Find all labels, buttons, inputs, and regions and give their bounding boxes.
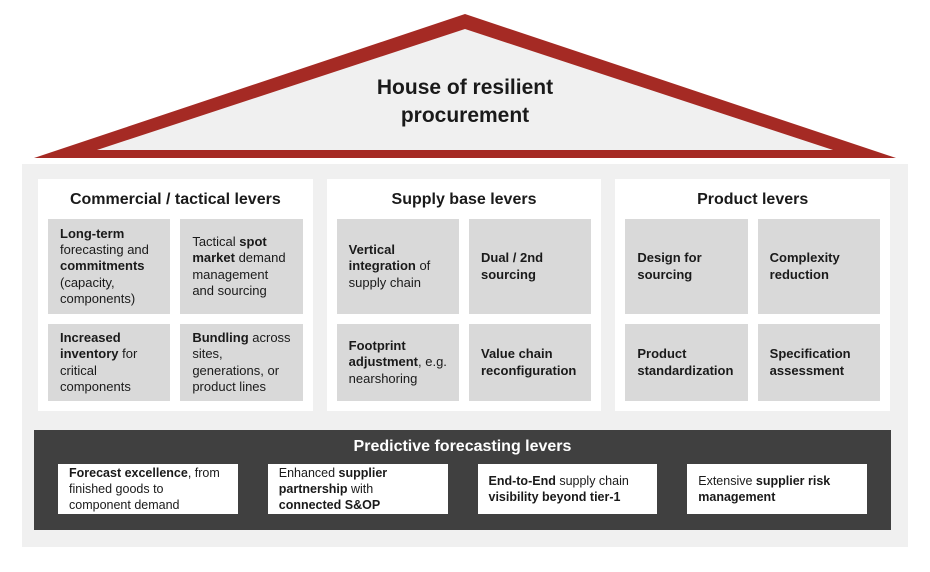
panel-boxes: Vertical integration of supply chain Dua… (327, 219, 602, 411)
panel-supply-base-levers: Supply base levers Vertical integration … (326, 179, 602, 411)
lever-box-complexity-reduction: Complexity reduction (757, 219, 881, 314)
roof (34, 14, 896, 158)
panel-commercial-tactical-levers: Commercial / tactical levers Long-term f… (38, 179, 313, 411)
lever-box-product-standardization: Product standardization (625, 324, 748, 401)
lever-box-footprint-adjustment: Footprint adjustment, e.g. nearshoring (336, 324, 459, 401)
lever-box-design-for-sourcing: Design for sourcing (625, 219, 748, 314)
lever-box-vertical-integration: Vertical integration of supply chain (336, 219, 459, 314)
lever-box-increased-inventory: Increased inventory for critical compone… (48, 324, 171, 401)
lever-box-long-term-commitments: Long-term forecasting and commitments (c… (48, 219, 171, 314)
lever-box-dual-2nd-sourcing: Dual / 2nd sourcing (469, 219, 592, 314)
panel-boxes: Long-term forecasting and commitments (c… (38, 219, 313, 411)
panel-title: Supply base levers (391, 191, 537, 208)
predictive-forecasting-bar: Predictive forecasting levers Forecast e… (34, 430, 891, 530)
footer-box-supplier-partnership: Enhanced supplier partnership with conne… (267, 464, 448, 514)
lever-box-tactical-spot-market: Tactical spot market demand management a… (180, 219, 303, 314)
lever-box-bundling: Bundling across sites, generations, or p… (180, 324, 303, 401)
footer-box-supplier-risk-management: Extensive supplier risk management (687, 464, 867, 514)
panel-title: Product levers (697, 191, 809, 208)
lever-box-specification-assessment: Specification assessment (757, 324, 881, 401)
footer-boxes: Forecast excellence, from finished goods… (34, 456, 891, 514)
roof-title: House of resilient procurement (376, 76, 554, 128)
footer-box-end-to-end-visibility: End-to-End supply chain visibility beyon… (477, 464, 658, 514)
roof-interior (97, 29, 833, 150)
lever-panels: Commercial / tactical levers Long-term f… (38, 179, 891, 411)
footer-title: Predictive forecasting levers (353, 438, 572, 455)
panel-boxes: Design for sourcing Complexity reduction… (615, 219, 890, 411)
house-body: Commercial / tactical levers Long-term f… (22, 164, 908, 547)
panel-title: Commercial / tactical levers (69, 191, 281, 208)
lever-box-value-chain-reconfiguration: Value chain reconfiguration (469, 324, 592, 401)
panel-product-levers: Product levers Design for sourcing Compl… (615, 179, 891, 411)
footer-box-forecast-excellence: Forecast excellence, from finished goods… (58, 464, 238, 514)
